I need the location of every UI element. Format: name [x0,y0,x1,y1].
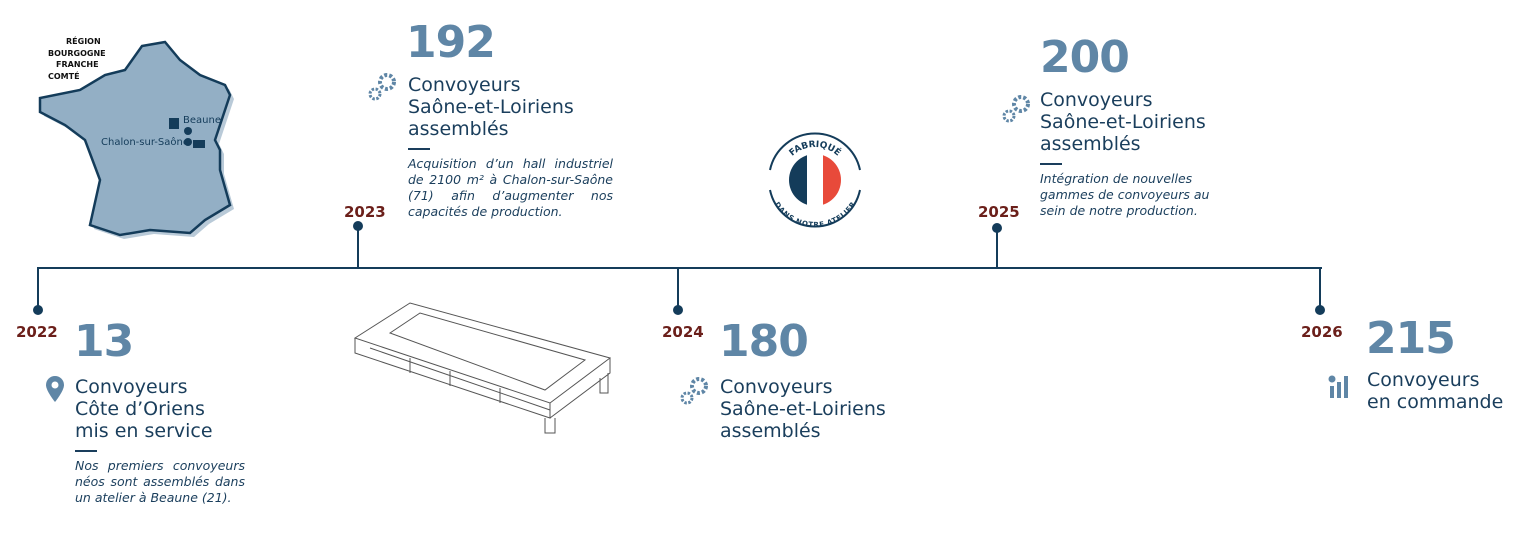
separator [1040,163,1062,165]
milestone-description-2025: Intégration de nouvelles gammes de convo… [1040,171,1210,218]
milestone-description-2022: Nos premiers convoyeurs néos sont assemb… [75,458,245,505]
timeline-tick-2024 [677,267,679,309]
timeline-tick-2022 [37,267,39,309]
year-2024: 2024 [662,323,704,341]
timeline-tick-2023 [357,228,359,268]
gears-icon [1001,94,1033,128]
milestone-number-2025: 200 [1040,32,1130,83]
timeline-dot-2026 [1315,305,1325,315]
gears-icon [679,376,711,410]
timeline-dot-2025 [992,223,1002,233]
milestone-number-2026: 215 [1366,313,1456,364]
city-label-beaune: Beaune [183,115,221,126]
timeline-dot-2023 [353,221,363,231]
city-label-chalon: Chalon-sur-Saône [101,137,190,148]
milestone-description-2023: Acquisition d’un hall industriel de 2100… [408,156,613,219]
bar-chart-icon [1328,374,1354,404]
region-logo: RÉGION BOURGOGNE FRANCHE COMTÉ [48,37,106,81]
separator [408,148,430,150]
milestone-number-2023: 192 [406,17,496,68]
year-2023: 2023 [344,203,386,221]
timeline-dot-2022 [33,305,43,315]
map-pin-icon [46,376,64,406]
factory-icon [193,140,205,148]
timeline-dot-2024 [673,305,683,315]
year-2022: 2022 [16,323,58,341]
milestone-number-2024: 180 [719,316,809,367]
milestone-number-2022: 13 [74,316,134,367]
building-icon [169,118,179,129]
gears-icon [367,72,399,106]
separator [75,450,97,452]
year-2026: 2026 [1301,323,1343,341]
made-in-france-badge: FABRIQUÉ DANS NOTRE ATELIER [760,130,870,234]
conveyor-illustration [350,298,620,442]
timeline-tick-2025 [996,230,998,268]
france-map [30,30,290,245]
timeline-axis [38,267,1322,269]
year-2025: 2025 [978,203,1020,221]
timeline-tick-2026 [1319,267,1321,309]
